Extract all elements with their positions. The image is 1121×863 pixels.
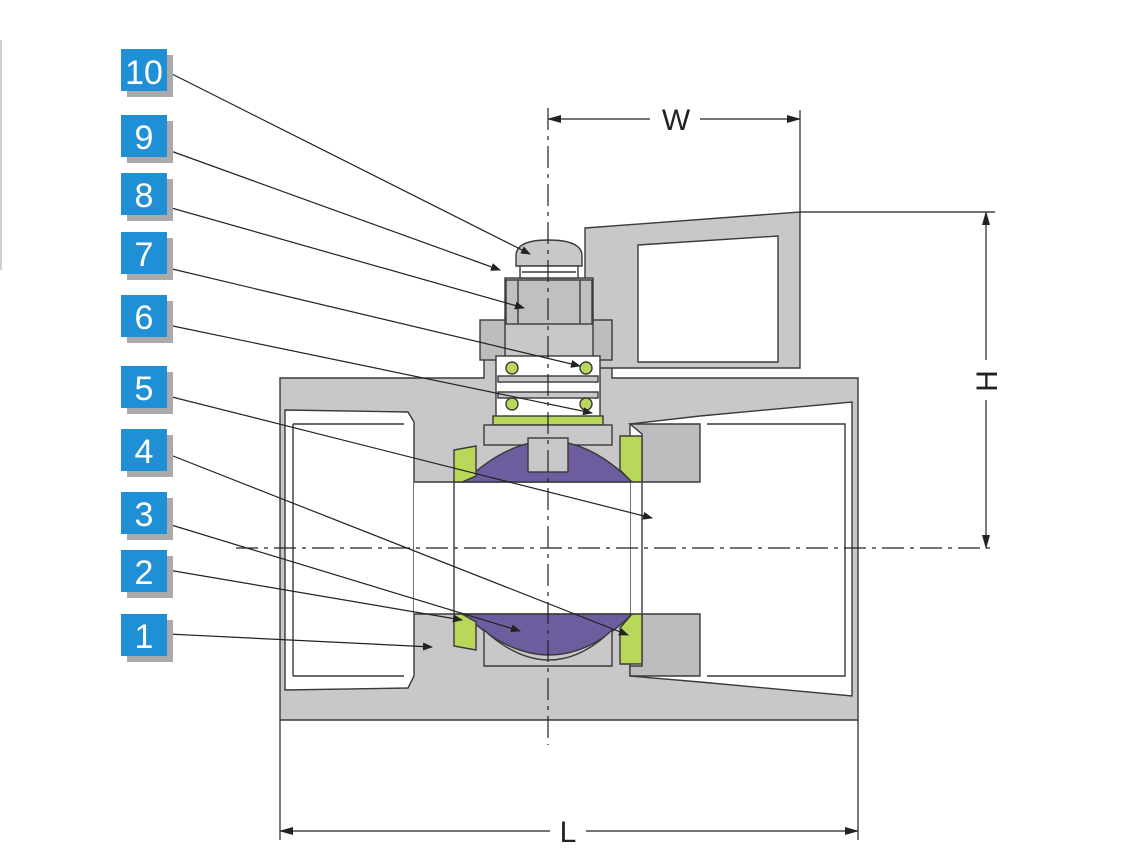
left-bore-inner bbox=[292, 423, 404, 677]
part-number-10: 10 bbox=[125, 54, 163, 92]
leader-lines bbox=[167, 71, 653, 651]
part-number-8: 8 bbox=[135, 177, 154, 215]
part-badge-9: 9 bbox=[121, 115, 173, 163]
leader-8 bbox=[167, 206, 525, 310]
part-number-5: 5 bbox=[135, 370, 154, 408]
leader-3 bbox=[167, 523, 521, 633]
leader-9 bbox=[167, 149, 501, 271]
hex-nut bbox=[505, 279, 593, 325]
o-ring-right-top bbox=[579, 361, 593, 375]
leader-2 bbox=[167, 569, 463, 623]
seat-bottom-left bbox=[453, 613, 477, 651]
o-ring-right-bottom bbox=[579, 397, 593, 411]
part-badges: 10 9 8 7 6 5 4 bbox=[121, 49, 173, 662]
dimension-l: L bbox=[279, 720, 859, 849]
h-label: H bbox=[971, 370, 1004, 392]
seat-top-left bbox=[453, 445, 477, 483]
part-badge-4: 4 bbox=[121, 429, 173, 477]
leader-1 bbox=[167, 633, 433, 651]
left-bore bbox=[284, 409, 415, 691]
leader-7 bbox=[167, 267, 581, 368]
part-number-9: 9 bbox=[135, 119, 154, 157]
seat-top-right bbox=[619, 435, 643, 483]
part-badge-3: 3 bbox=[121, 492, 173, 540]
part-badge-10: 10 bbox=[121, 49, 173, 97]
part-badge-7: 7 bbox=[121, 232, 173, 280]
part-number-6: 6 bbox=[135, 299, 154, 337]
right-insert-top bbox=[628, 423, 701, 483]
l-label: L bbox=[560, 816, 577, 849]
o-ring-left-top bbox=[505, 361, 519, 375]
part-badge-1: 1 bbox=[121, 614, 173, 662]
part-badge-2: 2 bbox=[121, 550, 173, 598]
ball-assembly bbox=[453, 435, 643, 667]
part-number-4: 4 bbox=[135, 433, 154, 471]
lower-body-block bbox=[483, 628, 613, 667]
o-ring-left-bottom bbox=[505, 397, 519, 411]
w-label: W bbox=[662, 104, 691, 137]
stem-assembly bbox=[479, 239, 613, 446]
leader-5 bbox=[167, 395, 653, 520]
part-number-1: 1 bbox=[135, 618, 154, 656]
part-number-2: 2 bbox=[135, 554, 154, 592]
right-insert-bottom bbox=[629, 613, 701, 677]
stem-cap bbox=[515, 239, 583, 267]
part-badge-6: 6 bbox=[121, 295, 173, 343]
handle-window bbox=[637, 235, 779, 363]
lever-handle bbox=[584, 211, 801, 369]
dimension-h: H bbox=[800, 211, 1004, 549]
part-number-3: 3 bbox=[135, 496, 154, 534]
seat-bottom-right bbox=[619, 613, 643, 665]
leader-10 bbox=[167, 71, 531, 255]
leader-6 bbox=[167, 324, 593, 416]
dimension-w: W bbox=[547, 104, 801, 212]
part-badge-8: 8 bbox=[121, 173, 173, 221]
right-bore-inner bbox=[707, 423, 846, 677]
leader-4 bbox=[167, 453, 629, 636]
part-number-7: 7 bbox=[135, 236, 154, 274]
valve-body bbox=[279, 337, 859, 721]
part-badge-5: 5 bbox=[121, 366, 173, 414]
